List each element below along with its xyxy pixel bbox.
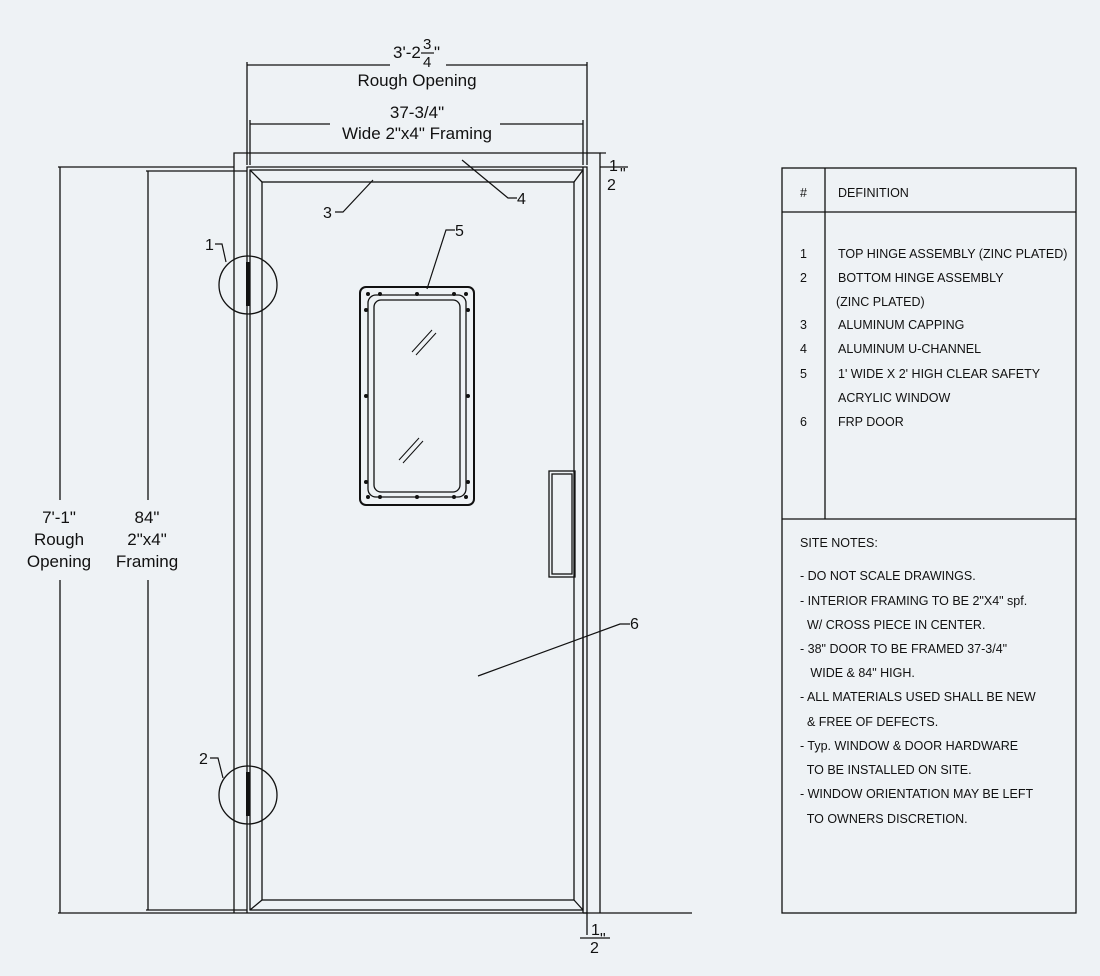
legend-item-number: 6 xyxy=(800,415,807,429)
site-note-line: - DO NOT SCALE DRAWINGS. xyxy=(800,569,976,583)
acrylic-window xyxy=(359,286,475,506)
callout-1: 1 xyxy=(205,237,214,254)
legend-item-number: 5 xyxy=(800,367,807,381)
callout-5: 5 xyxy=(455,223,464,240)
site-note-line: - ALL MATERIALS USED SHALL BE NEW xyxy=(800,690,1036,704)
legend-item-text: ALUMINUM U-CHANNEL xyxy=(838,342,981,356)
legend-item-number: 1 xyxy=(800,247,807,261)
callout-3: 3 xyxy=(323,205,332,222)
legend-item-text: FRP DOOR xyxy=(838,415,904,429)
half-inch-bottom-inch-mark: " xyxy=(600,931,606,948)
dimension-lines-top xyxy=(246,62,588,165)
half-inch-top-inch-mark: " xyxy=(620,166,626,183)
rough-opening-height-line3: Opening xyxy=(27,552,91,571)
legend-item-number: 3 xyxy=(800,318,807,332)
half-inch-top-lines xyxy=(600,152,628,168)
rough-opening-width-caption: Rough Opening xyxy=(357,71,476,90)
legend-item-number: 2 xyxy=(800,271,807,285)
site-note-line: TO BE INSTALLED ON SITE. xyxy=(800,763,972,777)
door-frame xyxy=(233,152,601,935)
legend-table xyxy=(781,167,1077,914)
door-leaf xyxy=(249,169,584,911)
site-notes-title: SITE NOTES: xyxy=(800,536,878,550)
framing-height-line2: 2"x4" xyxy=(127,530,166,549)
rough-opening-width-numerator: 3 xyxy=(423,36,431,53)
site-note-line: WIDE & 84" HIGH. xyxy=(800,666,915,680)
legend-item-text: (ZINC PLATED) xyxy=(836,295,925,309)
legend-item-text: BOTTOM HINGE ASSEMBLY xyxy=(838,271,1004,285)
framing-height-line3: Framing xyxy=(116,552,178,571)
callout-4: 4 xyxy=(517,191,526,208)
legend-item-text: ALUMINUM CAPPING xyxy=(838,318,964,332)
legend-header-definition: DEFINITION xyxy=(838,186,909,200)
rough-opening-width-inch-mark: " xyxy=(434,43,440,62)
site-note-line: & FREE OF DEFECTS. xyxy=(800,715,938,729)
top-hinge xyxy=(218,255,278,315)
framing-height: 84" xyxy=(135,508,160,527)
rough-opening-width-main: 3'-2 xyxy=(393,43,421,62)
legend-item-text: TOP HINGE ASSEMBLY (ZINC PLATED) xyxy=(838,247,1067,261)
half-inch-bottom-denominator: 2 xyxy=(590,940,599,957)
site-note-line: - WINDOW ORIENTATION MAY BE LEFT xyxy=(800,787,1033,801)
half-inch-top-denominator: 2 xyxy=(607,177,616,194)
site-note-line: TO OWNERS DISCRETION. xyxy=(800,812,968,826)
site-note-line: W/ CROSS PIECE IN CENTER. xyxy=(800,618,985,632)
bottom-hinge xyxy=(218,765,278,825)
half-inch-bottom-numerator: 1 xyxy=(591,922,600,939)
legend-header-number: # xyxy=(800,186,807,200)
legend-item-text: ACRYLIC WINDOW xyxy=(838,391,950,405)
half-inch-top-numerator: 1 xyxy=(609,158,618,175)
callout-6: 6 xyxy=(630,616,639,633)
door-handle xyxy=(548,470,576,578)
leader-lines xyxy=(210,159,630,779)
site-note-line: - 38" DOOR TO BE FRAMED 37-3/4" xyxy=(800,642,1007,656)
dimension-lines-left xyxy=(58,166,247,913)
rough-opening-height: 7'-1" xyxy=(42,508,76,527)
site-note-line: - Typ. WINDOW & DOOR HARDWARE xyxy=(800,739,1018,753)
legend-item-number: 4 xyxy=(800,342,807,356)
rough-opening-width-denominator: 4 xyxy=(423,54,431,71)
legend-item-text: 1' WIDE X 2' HIGH CLEAR SAFETY xyxy=(838,367,1041,381)
callout-2: 2 xyxy=(199,751,208,768)
framing-width-caption: Wide 2"x4" Framing xyxy=(342,124,492,143)
framing-width: 37-3/4" xyxy=(390,103,444,122)
window-bolts xyxy=(364,292,470,499)
rough-opening-height-line2: Rough xyxy=(34,530,84,549)
site-note-line: - INTERIOR FRAMING TO BE 2"X4" spf. xyxy=(800,594,1027,608)
